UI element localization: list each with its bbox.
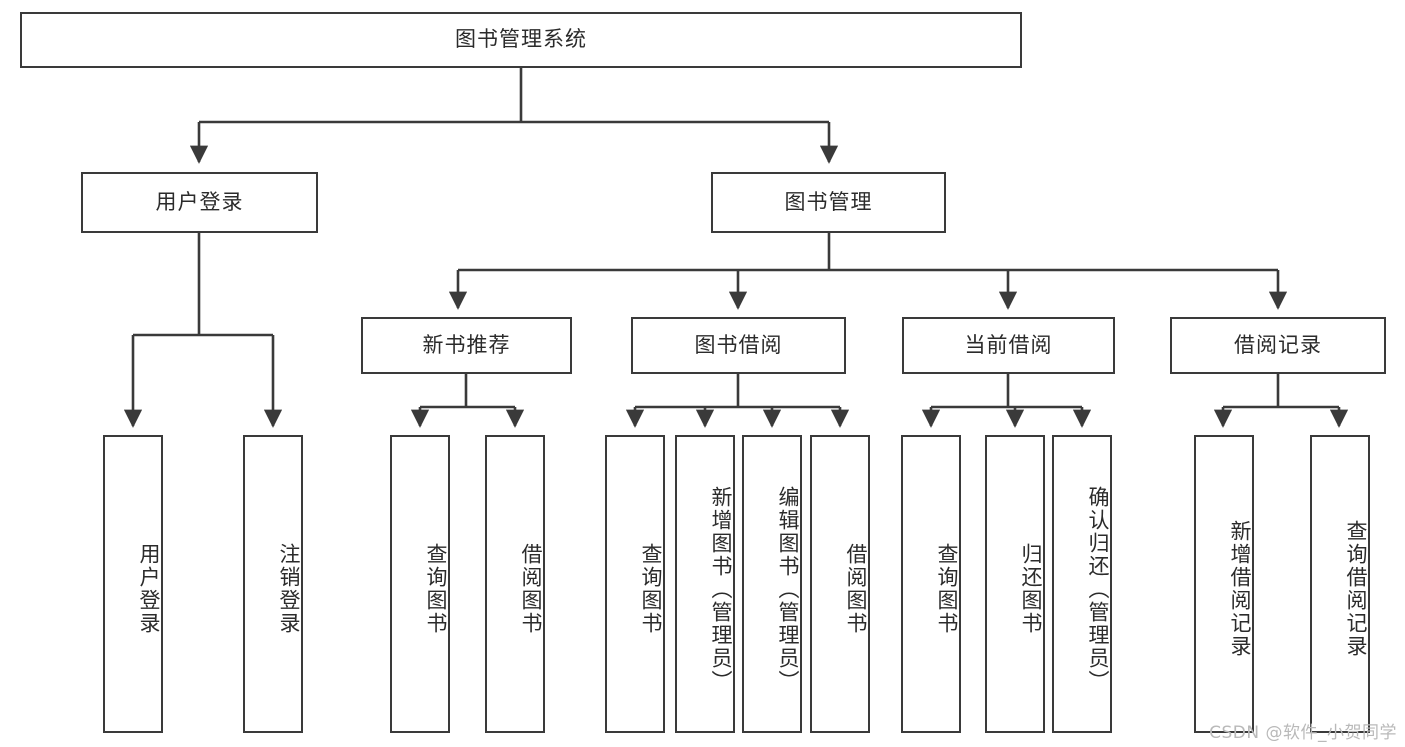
leaf-user-login-logout[interactable]: 注销登录	[243, 435, 303, 733]
leaf-label: 确认归还（管理员）	[1086, 485, 1110, 693]
leaf-label: 用户登录	[137, 543, 161, 635]
leaf-label: 查询图书	[639, 543, 663, 635]
leaf-record-add-record[interactable]: 新增借阅记录	[1194, 435, 1254, 733]
node-book-borrow[interactable]: 图书借阅	[631, 317, 846, 374]
node-book-management-label: 图书管理	[784, 189, 873, 214]
leaf-borrow-query-book[interactable]: 查询图书	[605, 435, 665, 733]
leaf-label: 借阅图书	[519, 543, 543, 635]
leaf-user-login-login[interactable]: 用户登录	[103, 435, 163, 733]
node-user-login[interactable]: 用户登录	[81, 172, 318, 233]
leaf-borrow-add-book-admin[interactable]: 新增图书（管理员）	[675, 435, 735, 733]
node-root[interactable]: 图书管理系统	[20, 12, 1022, 68]
node-book-borrow-label: 图书借阅	[694, 332, 783, 357]
leaf-label: 新增借阅记录	[1228, 520, 1252, 658]
node-current-borrow-label: 当前借阅	[964, 332, 1053, 357]
leaf-label: 注销登录	[277, 543, 301, 635]
node-borrow-record[interactable]: 借阅记录	[1170, 317, 1386, 374]
leaf-label: 借阅图书	[844, 543, 868, 635]
node-borrow-record-label: 借阅记录	[1234, 332, 1322, 357]
watermark-text: CSDN @软件_小贺同学	[1209, 723, 1397, 743]
leaf-current-confirm-return-admin[interactable]: 确认归还（管理员）	[1052, 435, 1112, 733]
leaf-label: 查询借阅记录	[1344, 520, 1368, 658]
leaf-recommend-query-book[interactable]: 查询图书	[390, 435, 450, 733]
leaf-borrow-borrow-book[interactable]: 借阅图书	[810, 435, 870, 733]
leaf-current-query-book[interactable]: 查询图书	[901, 435, 961, 733]
leaf-recommend-borrow-book[interactable]: 借阅图书	[485, 435, 545, 733]
leaf-label: 新增图书（管理员）	[709, 485, 733, 693]
leaf-label: 归还图书	[1019, 543, 1043, 635]
leaf-current-return-book[interactable]: 归还图书	[985, 435, 1045, 733]
leaf-label: 查询图书	[935, 543, 959, 635]
node-new-book-recommend-label: 新书推荐	[422, 332, 511, 357]
node-current-borrow[interactable]: 当前借阅	[902, 317, 1115, 374]
node-book-management[interactable]: 图书管理	[711, 172, 946, 233]
node-new-book-recommend[interactable]: 新书推荐	[361, 317, 572, 374]
leaf-label: 查询图书	[424, 543, 448, 635]
leaf-borrow-edit-book-admin[interactable]: 编辑图书（管理员）	[742, 435, 802, 733]
node-root-label: 图书管理系统	[455, 27, 587, 52]
leaf-record-query-record[interactable]: 查询借阅记录	[1310, 435, 1370, 733]
leaf-label: 编辑图书（管理员）	[776, 485, 800, 693]
node-user-login-label: 用户登录	[155, 189, 244, 214]
